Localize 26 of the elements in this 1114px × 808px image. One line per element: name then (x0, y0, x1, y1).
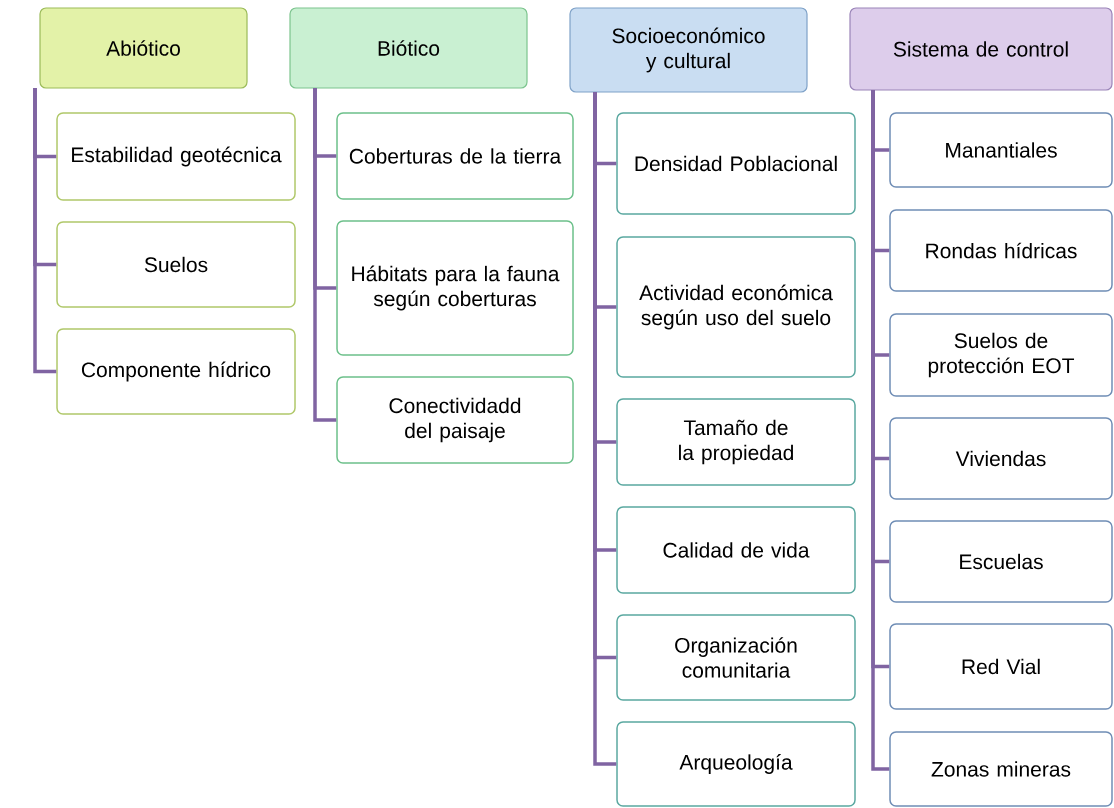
item-box: Calidad de vida (616, 506, 856, 594)
item-box: Hábitats para la fauna según coberturas (336, 220, 574, 356)
item-box: Organización comunitaria (616, 614, 856, 701)
category-box: Sistema de control (849, 7, 1113, 91)
item-box: Viviendas (889, 417, 1113, 500)
item-box: Actividad económica según uso del suelo (616, 236, 856, 378)
item-box: Estabilidad geotécnica (56, 112, 296, 201)
category-box: Socioeconómico y cultural (569, 7, 808, 93)
connector-line (33, 88, 57, 374)
connector-line (313, 88, 337, 422)
connector-line (593, 92, 617, 766)
item-box: Zonas mineras (889, 731, 1113, 807)
item-box: Arqueología (616, 721, 856, 807)
item-box: Escuelas (889, 520, 1113, 603)
item-box: Coberturas de la tierra (336, 112, 574, 200)
item-box: Rondas hídricas (889, 209, 1113, 292)
item-box: Suelos de protección EOT (889, 313, 1113, 397)
category-box: Abiótico (39, 7, 248, 89)
item-box: Tamaño de la propiedad (616, 398, 856, 486)
category-box: Biótico (289, 7, 528, 89)
item-box: Suelos (56, 221, 296, 308)
item-box: Componente hídrico (56, 328, 296, 415)
item-box: Densidad Poblacional (616, 112, 856, 215)
item-box: Conectividadd del paisaje (336, 376, 574, 464)
item-box: Red Vial (889, 623, 1113, 710)
item-box: Manantiales (889, 112, 1113, 188)
